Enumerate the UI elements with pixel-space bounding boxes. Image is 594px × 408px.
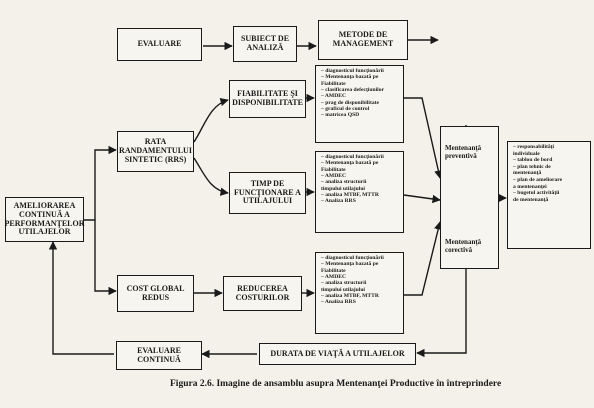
list-item: responsabilităţi individuale [513, 144, 587, 157]
list-fiabilitate-methods: diagnosticul funcţionării Mentenanţa baz… [315, 65, 404, 143]
list-item: diagnosticul funcţionării [321, 68, 400, 74]
list-item: Mentenanţa bazată pe Fiabilitate [321, 261, 400, 274]
list-item: plan de ameliorare a mentenanţei [513, 177, 587, 190]
arrow-list1-mentenanta [404, 97, 443, 179]
list-management-outputs: responsabilităţi individuale tablou de b… [507, 141, 591, 249]
arrow-list3-mentenanta [404, 221, 443, 296]
arrow-list2-mentenanta [403, 194, 441, 204]
label-mentenanta-preventiva: Mentenanţă preventivă [445, 144, 482, 161]
list-item: analiza structurii timpului utilajului [321, 280, 400, 293]
list-item: matricea QSD [321, 112, 400, 118]
list-item: plan tehnic de mentenanţă [513, 164, 587, 177]
list-item: bugetul activităţii de mentenanţă [513, 190, 587, 203]
list-item: Analiza RRS [321, 198, 400, 204]
list-item: AMDEC [321, 93, 400, 99]
label-mentenanta-corectiva: Mentenanţă corectivă [445, 238, 482, 255]
arrow-ameliorarea-rata [84, 145, 117, 221]
box-reducerea-costurilor: REDUCEREA COSTURILOR [223, 276, 302, 311]
list-cost-methods: diagnosticul funcţionării Mentenanţa baz… [315, 252, 404, 334]
list-item: analiza MTBF, MTTR [321, 192, 400, 198]
arrow-rata-fiabilitate [193, 97, 229, 143]
arrow-ameliorarea-cost [94, 220, 117, 296]
arrow-evaluare-ameliorarea [48, 241, 114, 355]
list-item: tablou de bord [513, 157, 587, 164]
list-item: analiza MTBF, MTTR [321, 293, 400, 299]
list-item: graficul de control [321, 106, 400, 112]
box-fiabilitate-si-disponibilitate: FIABILITATE ŞI DISPONIBILITATE [229, 80, 306, 118]
list-item: Mentenanţa bazată pe Fiabilitate [321, 74, 400, 87]
arrow-rata-timp [193, 157, 229, 196]
box-mentenanta [440, 126, 499, 269]
list-item: AMDEC [321, 173, 400, 179]
list-item: analiza structurii timpului utilajului [321, 179, 400, 192]
list-timp-methods: diagnosticul funcţionării Mentenanţa baz… [315, 151, 404, 233]
list-item: AMDEC [321, 274, 400, 280]
box-durata-de-viata: DURATA DE VIAŢĂ A UTILAJELOR [259, 343, 416, 365]
list-item: clasificarea defecţiunilor [321, 87, 400, 93]
list-item: diagnosticul funcţionării [321, 255, 400, 261]
list-item: Analiza RRS [321, 299, 400, 305]
list-item: prag de disponibilitate [321, 100, 400, 106]
box-timp-de-functionare: TIMP DE FUNCŢIONARE A UTILAJULUI [229, 172, 306, 214]
box-metode-de-management: METODE DE MANAGEMENT [318, 20, 408, 60]
box-evaluare: EVALUARE [117, 28, 202, 61]
box-cost-global-redus: COST GLOBAL REDUS [117, 275, 194, 312]
box-rata-randamentului: RATA RANDAMENTULUI SINTETIC (RRS) [117, 131, 194, 172]
box-evaluare-continua: EVALUARE CONTINUĂ [116, 341, 202, 370]
list-item: Mentenanţa bazată pe Fiabilitate [321, 160, 400, 173]
box-subiect-de-analiza: SUBIECT DE ANALIZĂ [233, 26, 297, 62]
figure-caption: Figura 2.6. Imagine de ansamblu asupra M… [170, 379, 502, 389]
box-ameliorarea-continua: AMELIORAREA CONTINUĂ A PERFORMANŢELOR UT… [5, 197, 85, 242]
list-item: diagnosticul funcţionării [321, 154, 400, 160]
